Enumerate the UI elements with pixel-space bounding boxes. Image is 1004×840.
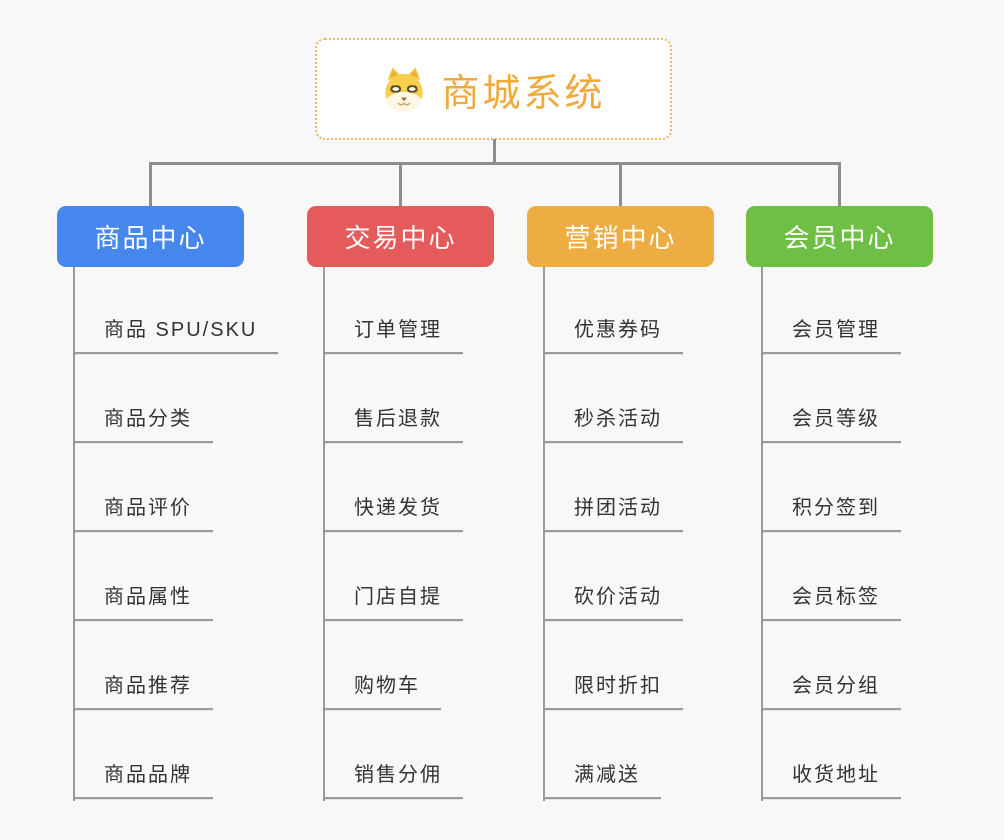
child-node[interactable]: 秒杀活动 <box>543 403 683 443</box>
child-node[interactable]: 积分签到 <box>761 492 901 532</box>
child-node[interactable]: 会员标签 <box>761 581 901 621</box>
connector-drop-marketing <box>619 162 622 206</box>
child-node[interactable]: 会员分组 <box>761 670 901 710</box>
child-node[interactable]: 会员等级 <box>761 403 901 443</box>
child-node[interactable]: 订单管理 <box>323 314 463 354</box>
dog-face-icon <box>385 67 424 112</box>
connector-child-line-member <box>761 267 763 801</box>
child-node[interactable]: 满减送 <box>543 759 661 799</box>
child-node[interactable]: 会员管理 <box>761 314 901 354</box>
connector-drop-trade <box>399 162 402 206</box>
child-node[interactable]: 收货地址 <box>761 759 901 799</box>
connector-child-line-marketing <box>543 267 545 801</box>
connector-child-line-product <box>73 267 75 801</box>
branch-trade-center[interactable]: 交易中心 <box>307 206 494 267</box>
root-title: 商城系统 <box>441 72 606 115</box>
branch-product-center[interactable]: 商品中心 <box>57 206 244 267</box>
child-node[interactable]: 商品属性 <box>73 581 213 621</box>
connector-bus-line <box>149 162 841 165</box>
child-node[interactable]: 购物车 <box>323 670 441 710</box>
child-node[interactable]: 限时折扣 <box>543 670 683 710</box>
root-node[interactable]: 商城系统 <box>315 38 672 140</box>
child-node[interactable]: 售后退款 <box>323 403 463 443</box>
connector-root-stem <box>493 139 496 165</box>
connector-drop-product <box>149 162 152 206</box>
child-node[interactable]: 优惠券码 <box>543 314 683 354</box>
branch-member-center[interactable]: 会员中心 <box>746 206 933 267</box>
branch-marketing-center[interactable]: 营销中心 <box>527 206 714 267</box>
connector-drop-member <box>838 162 841 206</box>
child-node[interactable]: 商品分类 <box>73 403 213 443</box>
child-node[interactable]: 商品评价 <box>73 492 213 532</box>
child-node[interactable]: 商品品牌 <box>73 759 213 799</box>
child-node[interactable]: 门店自提 <box>323 581 463 621</box>
child-node[interactable]: 商品推荐 <box>73 670 213 710</box>
connector-child-line-trade <box>323 267 325 801</box>
child-node[interactable]: 商品 SPU/SKU <box>73 314 279 354</box>
child-node[interactable]: 快递发货 <box>323 492 463 532</box>
child-node[interactable]: 砍价活动 <box>543 581 683 621</box>
child-node[interactable]: 销售分佣 <box>323 759 463 799</box>
child-node[interactable]: 拼团活动 <box>543 492 683 532</box>
